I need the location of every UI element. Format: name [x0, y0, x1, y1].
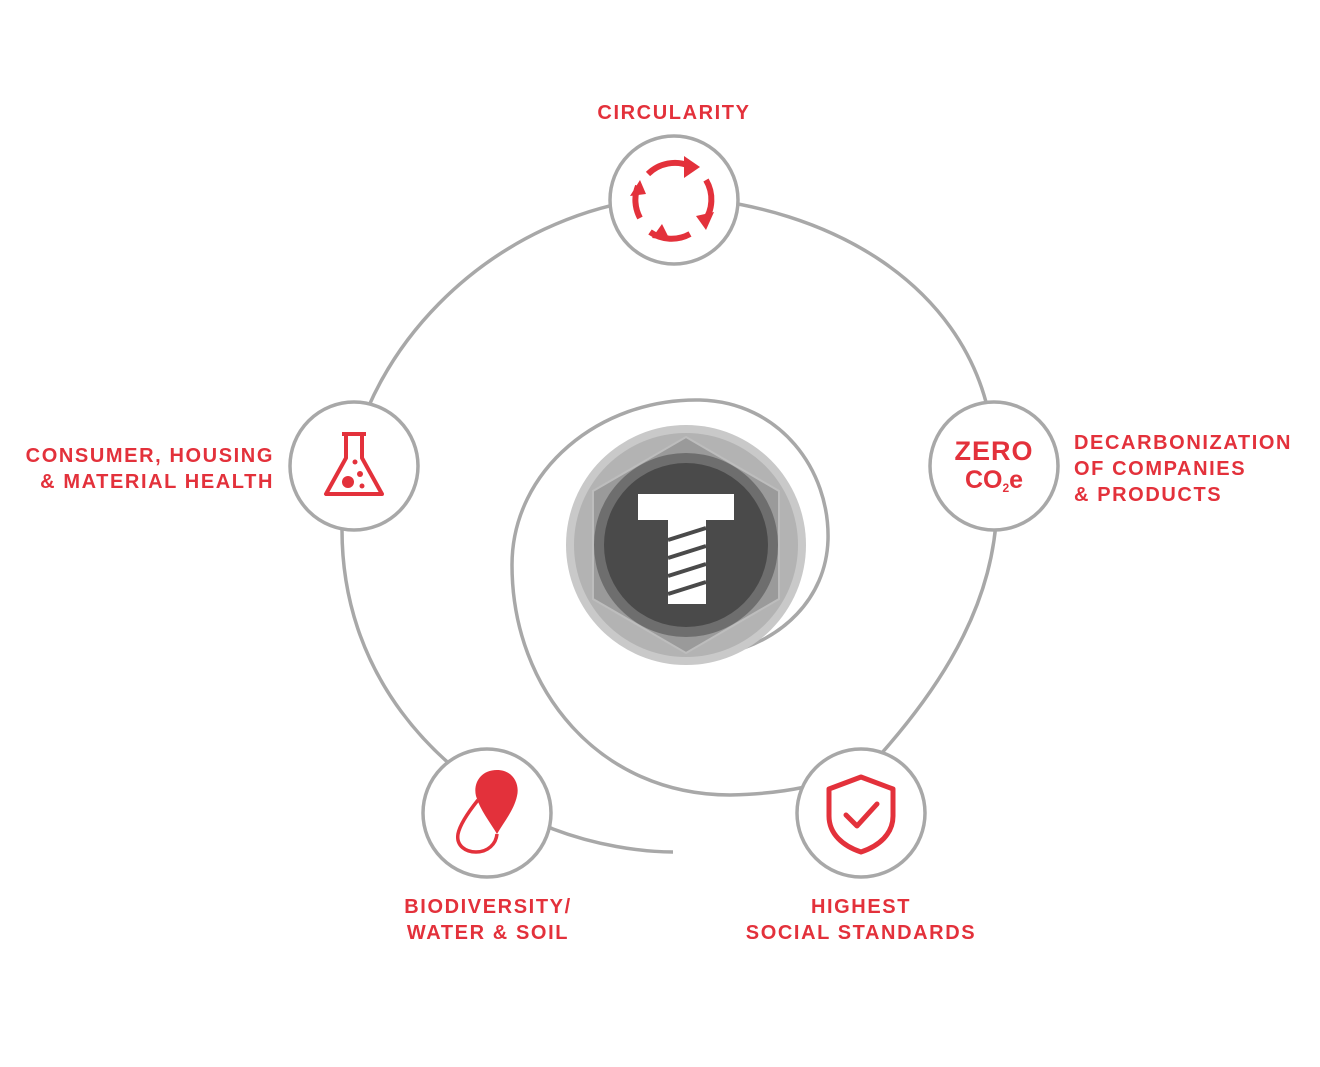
node-decarbonization [928, 400, 1060, 532]
node-circularity [608, 134, 740, 266]
node-social [795, 747, 927, 879]
zero-co2e-badge: ZERO CO2e [929, 436, 1059, 502]
badge-co-text: CO [964, 466, 1003, 494]
water-drop-icon [456, 770, 518, 854]
shield-check-icon [826, 774, 896, 855]
label-line: & MATERIAL HEALTH [40, 471, 274, 493]
label-line: DECARBONIZATION [1074, 432, 1293, 454]
badge-suffix: e [1009, 466, 1024, 494]
label-biodiversity: BIODIVERSITY/ WATER & SOIL [378, 894, 598, 946]
label-social: HIGHEST SOCIAL STANDARDS [731, 894, 991, 946]
badge-co2-text: CO2e [929, 466, 1059, 502]
label-health: CONSUMER, HOUSING & MATERIAL HEALTH [4, 443, 274, 495]
label-line: CIRCULARITY [597, 102, 751, 124]
label-line: CONSUMER, HOUSING [25, 445, 274, 467]
node-biodiversity [421, 747, 553, 879]
label-circularity: CIRCULARITY [574, 100, 774, 126]
label-line: OF COMPANIES [1074, 458, 1247, 480]
badge-zero-text: ZERO [954, 436, 1034, 466]
node-health [288, 400, 420, 532]
label-decarbonization: DECARBONIZATION OF COMPANIES & PRODUCTS [1074, 430, 1292, 508]
center-hub [566, 425, 806, 665]
label-line: WATER & SOIL [406, 922, 570, 944]
badge-subscript: 2 [1002, 481, 1010, 495]
flask-icon [324, 432, 384, 496]
label-line: BIODIVERSITY/ [404, 896, 572, 918]
label-line: & PRODUCTS [1074, 484, 1223, 506]
outer-spiral-connector [340, 194, 1000, 854]
label-line: HIGHEST [810, 896, 912, 918]
screw-t-logo-icon [638, 494, 734, 604]
label-line: SOCIAL STANDARDS [745, 922, 977, 944]
